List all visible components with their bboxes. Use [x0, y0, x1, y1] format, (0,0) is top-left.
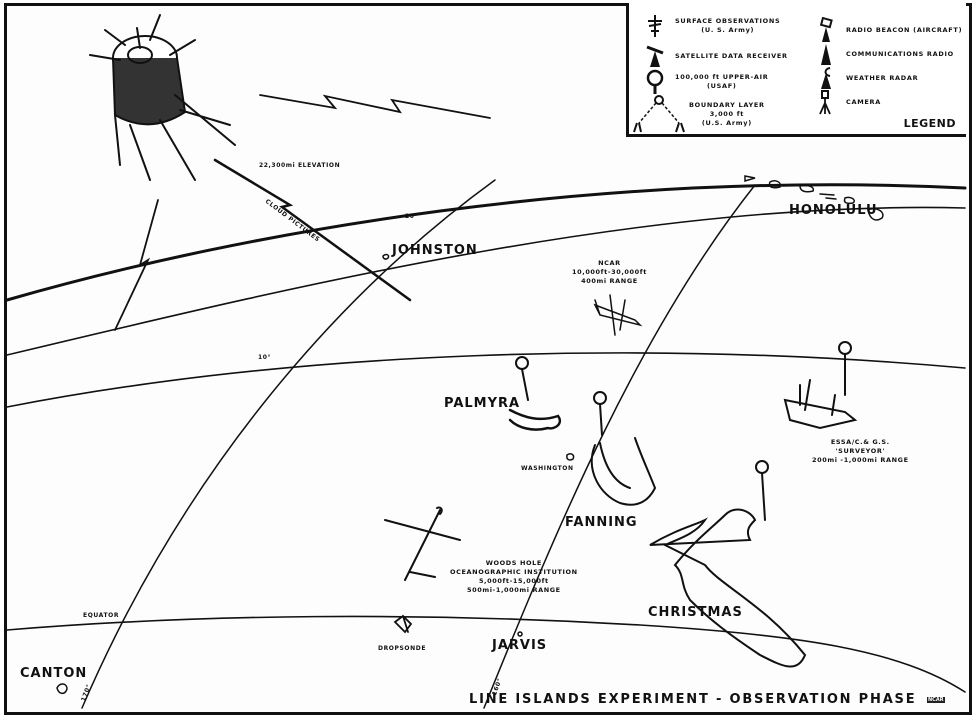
- balloon-icon: [838, 341, 852, 396]
- equator-line: [6, 615, 966, 693]
- legend-item-satellite-data-receiver: SATELLITE DATA RECEIVER: [643, 43, 788, 69]
- longitude-line-170: [81, 179, 496, 709]
- legend-item-weather-radar: WEATHER RADAR: [814, 65, 918, 91]
- legend-item-communications-radio: COMMUNICATIONS RADIO: [814, 41, 954, 67]
- legend-label: 100,000 ft UPPER-AIR: [675, 73, 769, 81]
- legend-label: CAMERA: [846, 97, 881, 106]
- legend-label: SURFACE OBSERVATIONS: [675, 17, 781, 25]
- fanning-island: [590, 437, 657, 506]
- legend: SURFACE OBSERVATIONS(U. S. Army) SATELLI…: [626, 3, 966, 137]
- place-christmas: CHRISTMAS: [648, 605, 743, 620]
- publisher-mark: NCAR: [927, 697, 945, 703]
- woods-hole-org: OCEANOGRAPHIC INSTITUTION: [450, 568, 578, 576]
- balloon-icon: [755, 460, 769, 521]
- radio-link-2: [114, 199, 159, 331]
- tethered-balloon-icon: [633, 95, 685, 133]
- canton-island: [56, 683, 68, 695]
- palmyra-island: [508, 408, 562, 431]
- dropsonde-label: DROPSONDE: [378, 645, 427, 652]
- map-title: LINE ISLANDS EXPERIMENT - OBSERVATION PH…: [469, 692, 917, 707]
- washington-island: [566, 453, 575, 461]
- legend-item-radio-beacon: RADIO BEACON (AIRCRAFT): [814, 17, 962, 43]
- legend-label: BOUNDARY LAYER: [689, 100, 765, 109]
- legend-item-surface-observations: SURFACE OBSERVATIONS(U. S. Army): [643, 13, 780, 39]
- place-johnston: JOHNSTON: [392, 243, 478, 258]
- place-honolulu: HONOLULU: [789, 203, 878, 218]
- place-fanning: FANNING: [565, 515, 638, 530]
- latitude-10-label: 10°: [258, 354, 272, 361]
- satellite-elevation-label: 22,300mi ELEVATION: [259, 162, 341, 169]
- wind-vane-mast-icon: [648, 15, 662, 37]
- latitude-20-label: 20°: [405, 213, 419, 220]
- honolulu-island-chain: [744, 175, 884, 221]
- radio-beacon-icon: [819, 17, 833, 42]
- ship-operator: ESSA/C.& G.S.: [830, 438, 890, 446]
- place-washington: WASHINGTON: [521, 465, 574, 472]
- jarvis-island: [517, 631, 523, 637]
- equator-label: EQUATOR: [83, 612, 120, 619]
- cloud-pictures-beam: [213, 158, 412, 302]
- johnston-island: [382, 253, 390, 260]
- legend-sublabel: (U. S. Army): [701, 26, 755, 34]
- ncar-aircraft-caption: NCAR 10,000ft-30,000ft 400mi RANGE: [572, 259, 647, 286]
- longitude-line-160: [483, 184, 756, 709]
- woods-hole-caption: WOODS HOLE OCEANOGRAPHIC INSTITUTION 5,0…: [450, 559, 578, 595]
- christmas-island: [649, 508, 807, 668]
- dropsonde-icon: [393, 614, 413, 634]
- weather-radar-icon: [821, 67, 831, 89]
- ship-range: 200mi -1,000mi RANGE: [812, 456, 909, 464]
- balloon-icon: [646, 69, 664, 94]
- woods-hole-aircraft-icon: [384, 506, 461, 581]
- legend-item-upper-air: 100,000 ft UPPER-AIR(USAF): [643, 69, 768, 95]
- latitude-line-20: [6, 206, 966, 356]
- place-palmyra: PALMYRA: [444, 396, 521, 411]
- ship-icon: [783, 379, 858, 430]
- woods-hole-range: 500mi-1,000mi RANGE: [466, 586, 561, 594]
- ncar-aircraft-icon: [593, 294, 643, 336]
- ship-name: 'SURVEYOR': [835, 447, 886, 455]
- place-jarvis: JARVIS: [492, 638, 548, 653]
- ship-caption: ESSA/C.& G.S. 'SURVEYOR' 200mi -1,000mi …: [812, 438, 909, 465]
- balloon-icon: [593, 391, 607, 436]
- ncar-range: 400mi RANGE: [581, 277, 638, 285]
- place-canton: CANTON: [20, 666, 88, 681]
- ncar-name: NCAR: [598, 259, 621, 267]
- camera-tripod-icon: [819, 90, 831, 115]
- ncar-altitude: 10,000ft-30,000ft: [572, 268, 647, 276]
- legend-sublabel: (U.S. Army): [701, 118, 752, 127]
- satellite-dish-icon: [646, 45, 664, 67]
- satellite-icon: [89, 14, 236, 181]
- radio-link-1: [259, 94, 491, 119]
- legend-label: RADIO BEACON (AIRCRAFT): [846, 25, 963, 34]
- legend-sublabel: (USAF): [706, 82, 737, 90]
- woods-hole-altitude: 5,000ft-15,000ft: [478, 577, 549, 585]
- legend-sublabel: 3,000 ft: [709, 109, 745, 118]
- radio-tower-icon: [821, 44, 831, 65]
- balloon-icon: [515, 356, 529, 401]
- legend-label: COMMUNICATIONS RADIO: [846, 49, 954, 58]
- legend-label: WEATHER RADAR: [846, 73, 919, 82]
- latitude-line-10: [6, 352, 966, 408]
- legend-title: LEGEND: [903, 117, 956, 130]
- legend-item-camera: CAMERA: [814, 89, 881, 115]
- woods-hole-name: WOODS HOLE: [485, 559, 542, 567]
- legend-label: SATELLITE DATA RECEIVER: [675, 51, 788, 60]
